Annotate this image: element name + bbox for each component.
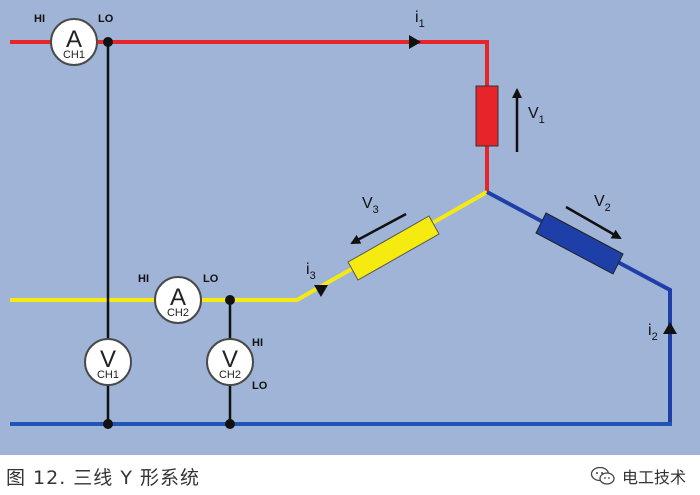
watermark: 电工技术 (590, 464, 686, 488)
voltmeter1-letter: V (100, 346, 116, 373)
figure-caption: 图 12. 三线 Y 形系统 (6, 467, 200, 489)
junction-dot (225, 419, 235, 429)
voltmeter2-letter: V (222, 346, 238, 373)
diagram-background (0, 0, 700, 455)
voltage-v2-label: V2 (594, 193, 611, 214)
ammeter1-channel: CH1 (63, 49, 85, 61)
ammeter-ch1: A CH1 (50, 18, 98, 66)
voltage-v1-label: V1 (528, 105, 545, 126)
voltmeter2-hi-label: HI (252, 337, 263, 349)
junction-dot (103, 419, 113, 429)
i1-direction-arrow (409, 35, 421, 49)
caption-bar: 图 12. 三线 Y 形系统 电工技术 (0, 455, 700, 495)
junction-dot (225, 295, 235, 305)
i2-direction-arrow (663, 322, 677, 334)
ammeter1-letter: A (66, 26, 82, 53)
ammeter-ch2: A CH2 (154, 276, 202, 324)
three-wire-y-system-diagram: A CH1 HI LO A CH2 HI LO V CH1 V CH2 HI L… (0, 0, 700, 455)
voltmeter-ch2: V CH2 (206, 338, 254, 386)
ammeter2-letter: A (170, 284, 186, 311)
current-i1-label: i1 (415, 9, 425, 30)
v2-direction-arrow (565, 205, 622, 240)
current-i3-label: i3 (306, 261, 316, 282)
i3-direction-arrow (314, 285, 328, 297)
ammeter1-hi-label: HI (34, 13, 45, 25)
voltmeter-ch1: V CH1 (84, 338, 132, 386)
ammeter2-channel: CH2 (167, 307, 189, 319)
ammeter2-lo-label: LO (203, 273, 219, 285)
yellow-load-resistor (347, 215, 440, 281)
junction-dot (103, 37, 113, 47)
voltage-v3-label: V3 (362, 195, 379, 216)
wechat-icon (590, 466, 615, 485)
watermark-text: 电工技术 (621, 468, 686, 487)
red-load-resistor (475, 85, 499, 147)
v3-direction-arrow (350, 212, 407, 245)
ammeter1-lo-label: LO (98, 13, 114, 25)
voltmeter2-channel: CH2 (219, 369, 241, 381)
blue-load-resistor (535, 212, 624, 275)
ammeter2-hi-label: HI (138, 273, 149, 285)
voltmeter1-channel: CH1 (97, 369, 119, 381)
voltmeter2-lo-label: LO (252, 380, 268, 392)
current-i2-label: i2 (648, 322, 658, 343)
